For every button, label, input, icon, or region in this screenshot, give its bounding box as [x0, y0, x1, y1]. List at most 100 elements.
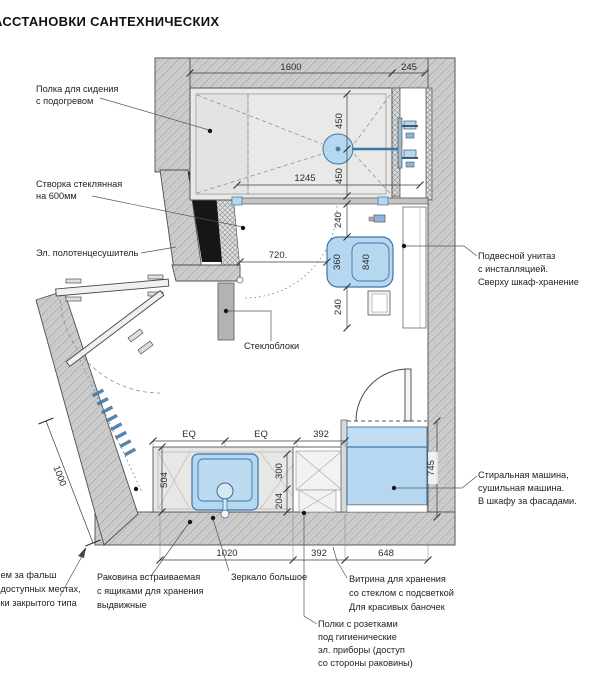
- glass-partition-cap: [377, 196, 389, 206]
- dim-drain-top: 450: [334, 113, 345, 129]
- label-wc: Сверху шкаф-хранение: [478, 277, 579, 287]
- cabinet-cross-mark: [298, 489, 337, 513]
- slope-line: [196, 94, 323, 145]
- label-access-hatch: доступных местах,: [1, 584, 81, 594]
- floor-outlet-box-inner: [371, 293, 388, 313]
- dim-eq-left: EQ: [182, 429, 196, 440]
- label-seat: с подогревом: [36, 96, 93, 106]
- wall-shower-left: [154, 57, 191, 173]
- label-access-hatch: ки закрытого типа: [1, 598, 78, 608]
- panel-cross-mark: [157, 451, 191, 510]
- door-hinge-bracket: [65, 296, 82, 302]
- flush-valve-icon: [368, 216, 375, 222]
- dim-bottom-gap: 392: [311, 548, 327, 559]
- dim-counter-depth: 504: [159, 472, 170, 488]
- glass-door-swing-arc: [244, 205, 338, 299]
- dim-eq-right: EQ: [254, 429, 268, 440]
- label-washing-machine: сушильная машина.: [478, 483, 564, 493]
- label-washing-machine: В шкафу за фасадами.: [478, 496, 577, 506]
- machine-top-band: [346, 426, 428, 448]
- door-handle-bracket: [137, 340, 154, 355]
- machine-base-strip: [346, 504, 428, 513]
- towel-radiator: [91, 388, 137, 457]
- dim-cabinet-depth: 745: [426, 460, 437, 476]
- label-washing-machine: Стиральная машина,: [478, 470, 569, 480]
- entry-door: [55, 274, 170, 394]
- drawing-title: АССТАНОВКИ САНТЕХНИЧЕСКИХ: [0, 14, 220, 29]
- dim-bottom-counter: 1020: [216, 548, 237, 559]
- dim-niche-width: 245: [401, 62, 417, 73]
- label-glass-blocks: Стеклоблоки: [244, 341, 299, 351]
- dim-wc-top-gap: 240: [333, 212, 344, 228]
- label-vitrina: со стеклом с подсветкой: [349, 588, 454, 598]
- door-swing-arc: [59, 292, 161, 394]
- label-wc: с инсталляцией.: [478, 264, 548, 274]
- door-leaf-open: [65, 289, 165, 368]
- label-sink: выдвижные: [97, 600, 147, 610]
- dim-bottom-cabinet: 648: [378, 548, 394, 559]
- wall-diagonal: [35, 290, 139, 546]
- door-handle-bracket: [127, 328, 144, 343]
- cabinet-side-panel: [340, 419, 348, 513]
- label-shelves: со стороны раковины): [318, 658, 413, 668]
- label-shelves: Полки с розетками: [318, 619, 398, 629]
- dim-counter-to-cabinet: 392: [313, 429, 329, 440]
- label-mirror: Зеркало большое: [231, 572, 307, 582]
- radiator-axis: [79, 359, 143, 493]
- label-seat: Полка для сидения: [36, 84, 118, 94]
- label-vitrina: Для красивых баночек: [349, 602, 446, 612]
- facade-door-leaf: [404, 368, 412, 422]
- faucet-base: [220, 509, 230, 519]
- flush-valve-icon: [373, 214, 386, 223]
- faucet: [216, 482, 234, 500]
- dim-wc-bottom-gap: 240: [333, 299, 344, 315]
- label-glass-door: на 600мм: [36, 191, 77, 201]
- wc-cabinet-outline: [402, 206, 427, 329]
- slope-line: [353, 153, 391, 194]
- facade-door-swing-arc: [355, 368, 409, 422]
- label-sink: с ящиками для хранения: [97, 586, 204, 596]
- label-shelves: под гигиенические: [318, 632, 397, 642]
- leader-dot: [133, 486, 139, 492]
- annotations: Полка для сидения с подогревом Створка с…: [1, 84, 579, 668]
- niche-right-insulation: [425, 87, 433, 201]
- door-stop: [236, 276, 244, 284]
- leader-lines: [59, 97, 478, 625]
- dim-wc-length: 840: [361, 254, 372, 270]
- drain-center-icon: [335, 146, 341, 152]
- dim-sink-back: 300: [274, 463, 285, 479]
- door-leaf-closed: [55, 278, 170, 297]
- heated-seat-shelf: [195, 93, 249, 195]
- label-towel-rail: Эл. полотенцесушитель: [36, 248, 139, 258]
- toilet-bowl-inner: [351, 242, 390, 282]
- wall-pocket-base: [171, 264, 241, 282]
- dimensions: 1600 245 450 450 1245 240 240 360 840: [38, 62, 441, 564]
- dim-sink-front: 204: [274, 493, 285, 509]
- dim-drain-bottom: 450: [334, 168, 345, 184]
- storage-niche: [399, 87, 427, 199]
- label-sink: Раковина встраиваемая: [97, 572, 200, 582]
- dim-diagonal-wall: 1000: [50, 464, 68, 488]
- glass-partition: [231, 197, 429, 205]
- cabinet-cross-mark: [295, 450, 343, 491]
- shower-zone: [189, 87, 429, 299]
- label-access-hatch: ем за фальш: [1, 570, 57, 580]
- label-glass-door: Створка стеклянная: [36, 179, 122, 189]
- vitrina-column: [292, 446, 346, 513]
- glass-partition-cap: [231, 196, 243, 206]
- dim-wc-width: 360: [332, 254, 343, 270]
- slope-line: [353, 94, 391, 145]
- washing-machine: [346, 446, 428, 506]
- label-vitrina: Витрина для хранения: [349, 574, 446, 584]
- wall-bottom: [94, 511, 456, 546]
- label-shelves: эл. приборы (доступ: [318, 645, 405, 655]
- shower-column-fixture: [397, 117, 418, 169]
- dim-wc-to-wall: 720.: [269, 250, 288, 261]
- washing-machine-zone: [340, 368, 428, 513]
- label-wc: Подвесной унитаз: [478, 251, 555, 261]
- door-hinge-bracket: [147, 274, 164, 280]
- slope-line: [196, 153, 323, 194]
- dim-shower-width: 1600: [280, 62, 301, 73]
